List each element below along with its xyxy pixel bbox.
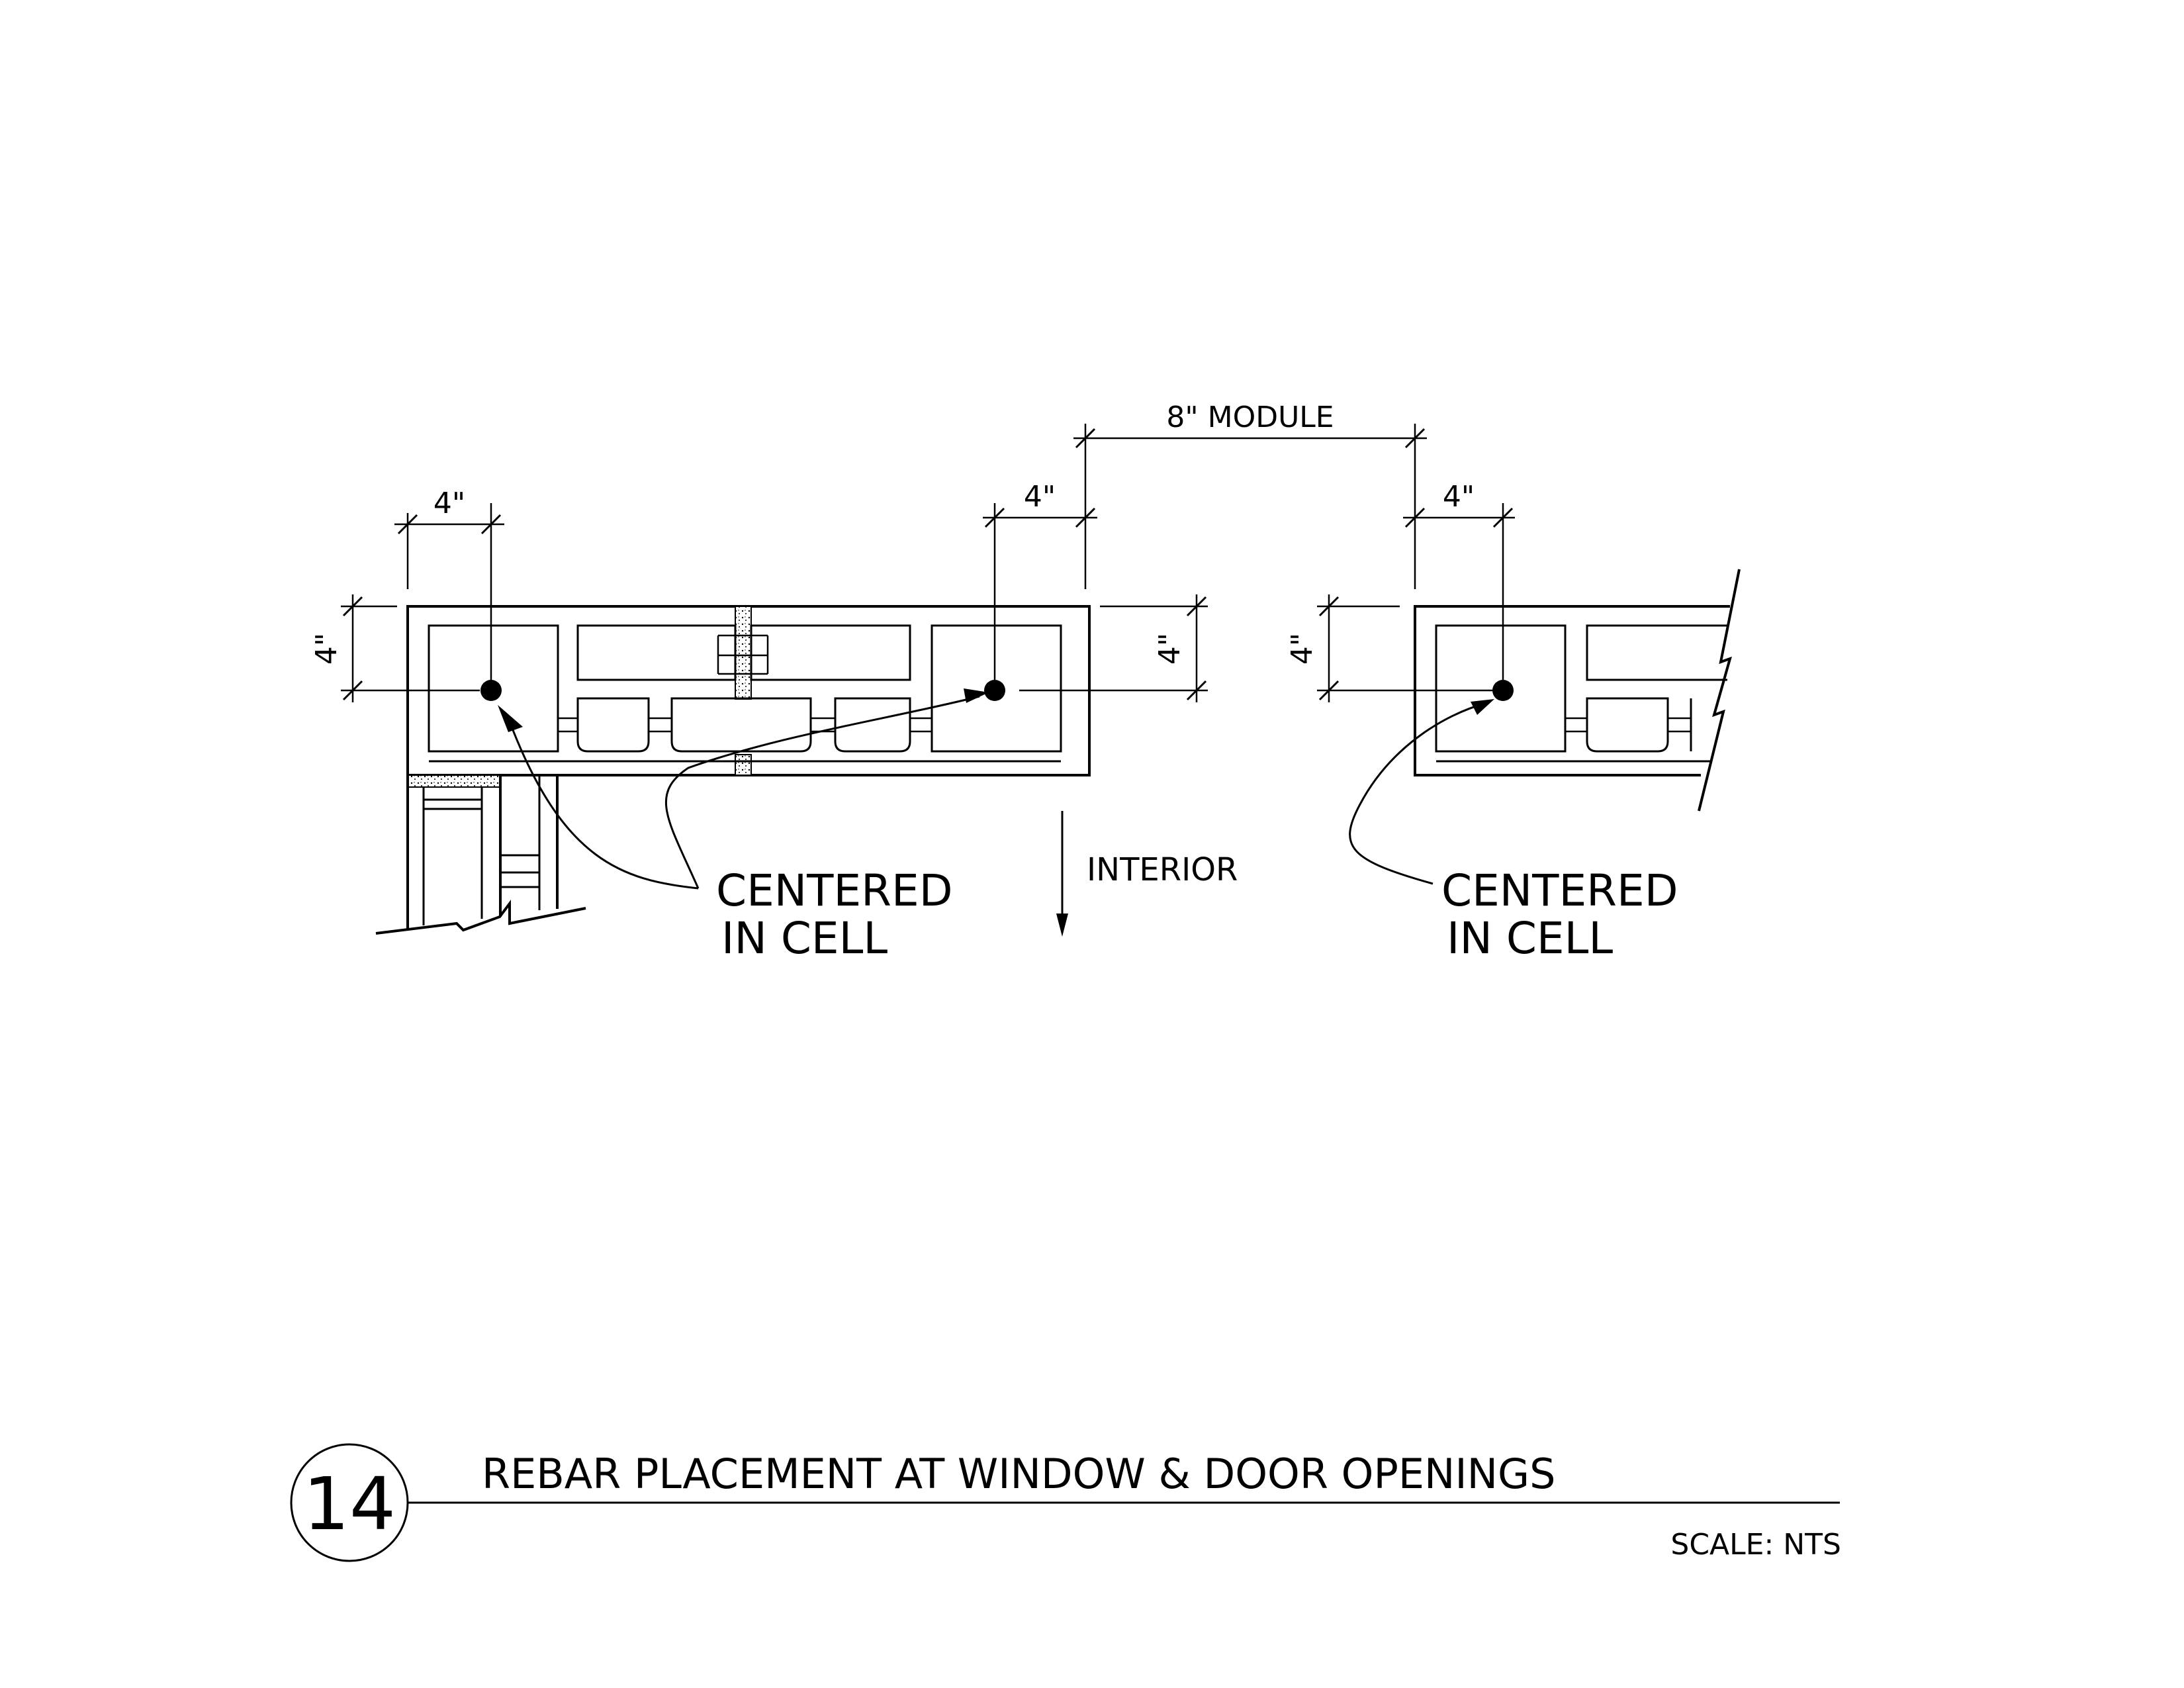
leader-left-to-rebar-1 bbox=[508, 721, 699, 890]
dim-4-right-label: 4" bbox=[1443, 480, 1475, 514]
dim-4-vertical-left bbox=[341, 594, 480, 702]
dim-8-module-label: 8" MODULE bbox=[1166, 400, 1334, 434]
dim-4-vertical-middle bbox=[1019, 594, 1208, 702]
interior-label: INTERIOR bbox=[1087, 851, 1238, 888]
detail-number: 14 bbox=[303, 1462, 396, 1546]
dim-8-module bbox=[1073, 424, 1427, 589]
cell-upper-1 bbox=[576, 624, 737, 681]
break-line-left bbox=[375, 900, 586, 935]
note-right-line1: CENTERED bbox=[1441, 865, 1678, 916]
head-joint-grout-bottom bbox=[735, 754, 752, 776]
rebar-1 bbox=[480, 680, 502, 701]
cell-upper-2 bbox=[750, 624, 911, 681]
cell-lower-1 bbox=[576, 697, 650, 753]
cell-lower-2 bbox=[670, 697, 812, 753]
arrowhead-left-2 bbox=[964, 688, 989, 703]
note-left-line2: IN CELL bbox=[721, 913, 887, 964]
arrowhead-right bbox=[1471, 699, 1494, 715]
dim-4-vertical-middle-label: 4" bbox=[1153, 633, 1187, 665]
bed-joint-grout bbox=[407, 774, 501, 788]
note-right-line2: IN CELL bbox=[1447, 913, 1613, 964]
dim-4-middle bbox=[983, 424, 1097, 682]
cell-right-end bbox=[931, 624, 1062, 753]
dim-4-vertical-right bbox=[1317, 594, 1492, 702]
rebar-2 bbox=[984, 680, 1005, 701]
scale-label: SCALE: NTS bbox=[1670, 1528, 1841, 1562]
arrowhead-left-1 bbox=[498, 705, 523, 732]
detail-title: REBAR PLACEMENT AT WINDOW & DOOR OPENING… bbox=[482, 1450, 1555, 1498]
head-joint-grout-top bbox=[735, 606, 752, 700]
leader-left-to-rebar-2 bbox=[665, 695, 980, 889]
break-line-right bbox=[1698, 569, 1741, 812]
dim-4-right bbox=[1403, 503, 1515, 682]
left-masonry-wall bbox=[375, 605, 1091, 935]
dim-4-vertical-left-label: 4" bbox=[310, 633, 343, 665]
interior-arrow-head bbox=[1056, 914, 1068, 937]
cell-lower-3 bbox=[834, 697, 911, 753]
leader-right-to-rebar-3 bbox=[1349, 702, 1487, 885]
dim-4-vertical-right-label: 4" bbox=[1285, 633, 1319, 665]
note-left-line1: CENTERED bbox=[716, 865, 953, 916]
right-end-cell bbox=[1435, 624, 1567, 753]
rebar-3 bbox=[1492, 680, 1514, 701]
cell-left-end bbox=[428, 624, 559, 753]
dim-4-left-label: 4" bbox=[433, 487, 465, 520]
dim-4-middle-label: 4" bbox=[1024, 480, 1056, 514]
dim-4-left bbox=[394, 503, 504, 682]
